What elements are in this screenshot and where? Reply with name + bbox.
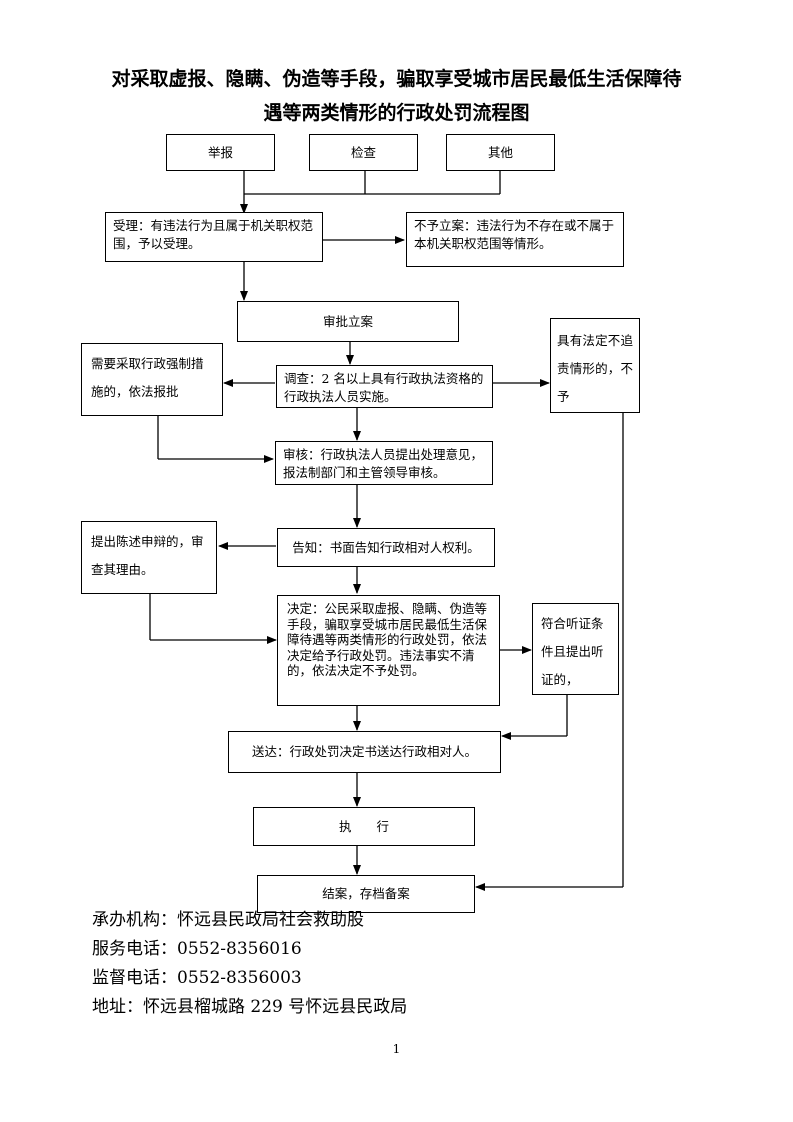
box-review-label: 审核：行政执法人员提出处理意见，报法制部门和主管领导审核。 (283, 447, 484, 480)
box-accept: 受理：有违法行为且属于机关职权范围，予以受理。 (105, 212, 323, 262)
box-execute-label: 执 行 (338, 818, 389, 834)
box-notify: 告知：书面告知行政相对人权利。 (277, 528, 495, 567)
box-review: 审核：行政执法人员提出处理意见，报法制部门和主管领导审核。 (275, 441, 493, 485)
page-title: 对采取虚报、隐瞒、伪造等手段，骗取享受城市居民最低生活保障待 遇等两类情形的行政… (60, 62, 733, 130)
contact-address: 地址：怀远县榴城路 229 号怀远县民政局 (92, 997, 408, 1017)
title-line-2: 遇等两类情形的行政处罚流程图 (263, 102, 530, 124)
box-coercive: 需要采取行政强制措施的，依法报批 (81, 343, 223, 416)
box-defense: 提出陈述申辩的，审查其理由。 (81, 521, 217, 594)
box-approve: 审批立案 (237, 301, 459, 342)
box-deliver-label: 送达：行政处罚决定书送达行政相对人。 (251, 744, 477, 759)
box-not-file-label: 不予立案：违法行为不存在或不属于本机关职权范围等情形。 (414, 218, 615, 251)
page-number: 1 (392, 1042, 401, 1056)
box-deliver: 送达：行政处罚决定书送达行政相对人。 (228, 731, 501, 773)
box-inspect-label: 检查 (350, 144, 376, 160)
box-execute: 执 行 (253, 807, 475, 846)
title-line-1: 对采取虚报、隐瞒、伪造等手段，骗取享受城市居民最低生活保障待 (111, 68, 682, 90)
box-decide-label: 决定：公民采取虚报、隐瞒、伪造等手段，骗取享受城市居民最低生活保障待遇等两类情形… (287, 601, 488, 678)
box-notify-label: 告知：书面告知行政相对人权利。 (292, 539, 480, 555)
box-investigate: 调查：2 名以上具有行政执法资格的行政执法人员实施。 (276, 365, 493, 408)
box-other: 其他 (446, 134, 555, 171)
box-report: 举报 (166, 134, 275, 171)
box-hearing: 符合听证条件且提出听证的， (532, 603, 619, 695)
contact-service-phone: 服务电话：0552-8356016 (92, 939, 302, 959)
box-not-file: 不予立案：违法行为不存在或不属于本机关职权范围等情形。 (406, 212, 624, 267)
box-inspect: 检查 (309, 134, 418, 171)
box-approve-label: 审批立案 (322, 313, 373, 329)
box-coercive-label: 需要采取行政强制措施的，依法报批 (91, 356, 204, 399)
box-other-label: 其他 (487, 144, 513, 160)
contact-info: 承办机构：怀远县民政局社会救助股 服务电话：0552-8356016 监督电话：… (92, 906, 407, 1022)
box-decide: 决定：公民采取虚报、隐瞒、伪造等手段，骗取享受城市居民最低生活保障待遇等两类情形… (277, 595, 500, 706)
box-accept-label: 受理：有违法行为且属于机关职权范围，予以受理。 (113, 218, 314, 251)
box-no-liability: 具有法定不追责情形的，不予 (550, 318, 640, 413)
box-defense-label: 提出陈述申辩的，审查其理由。 (91, 534, 204, 577)
box-close: 结案，存档备案 (257, 875, 475, 913)
box-close-label: 结案，存档备案 (322, 886, 410, 901)
contact-supervise-phone: 监督电话：0552-8356003 (92, 968, 302, 988)
box-hearing-label: 符合听证条件且提出听证的， (541, 616, 604, 687)
box-no-liability-label: 具有法定不追责情形的，不予 (557, 333, 633, 404)
contact-org: 承办机构：怀远县民政局社会救助股 (92, 910, 364, 930)
box-investigate-label: 调查：2 名以上具有行政执法资格的行政执法人员实施。 (284, 371, 484, 404)
box-report-label: 举报 (207, 144, 233, 160)
